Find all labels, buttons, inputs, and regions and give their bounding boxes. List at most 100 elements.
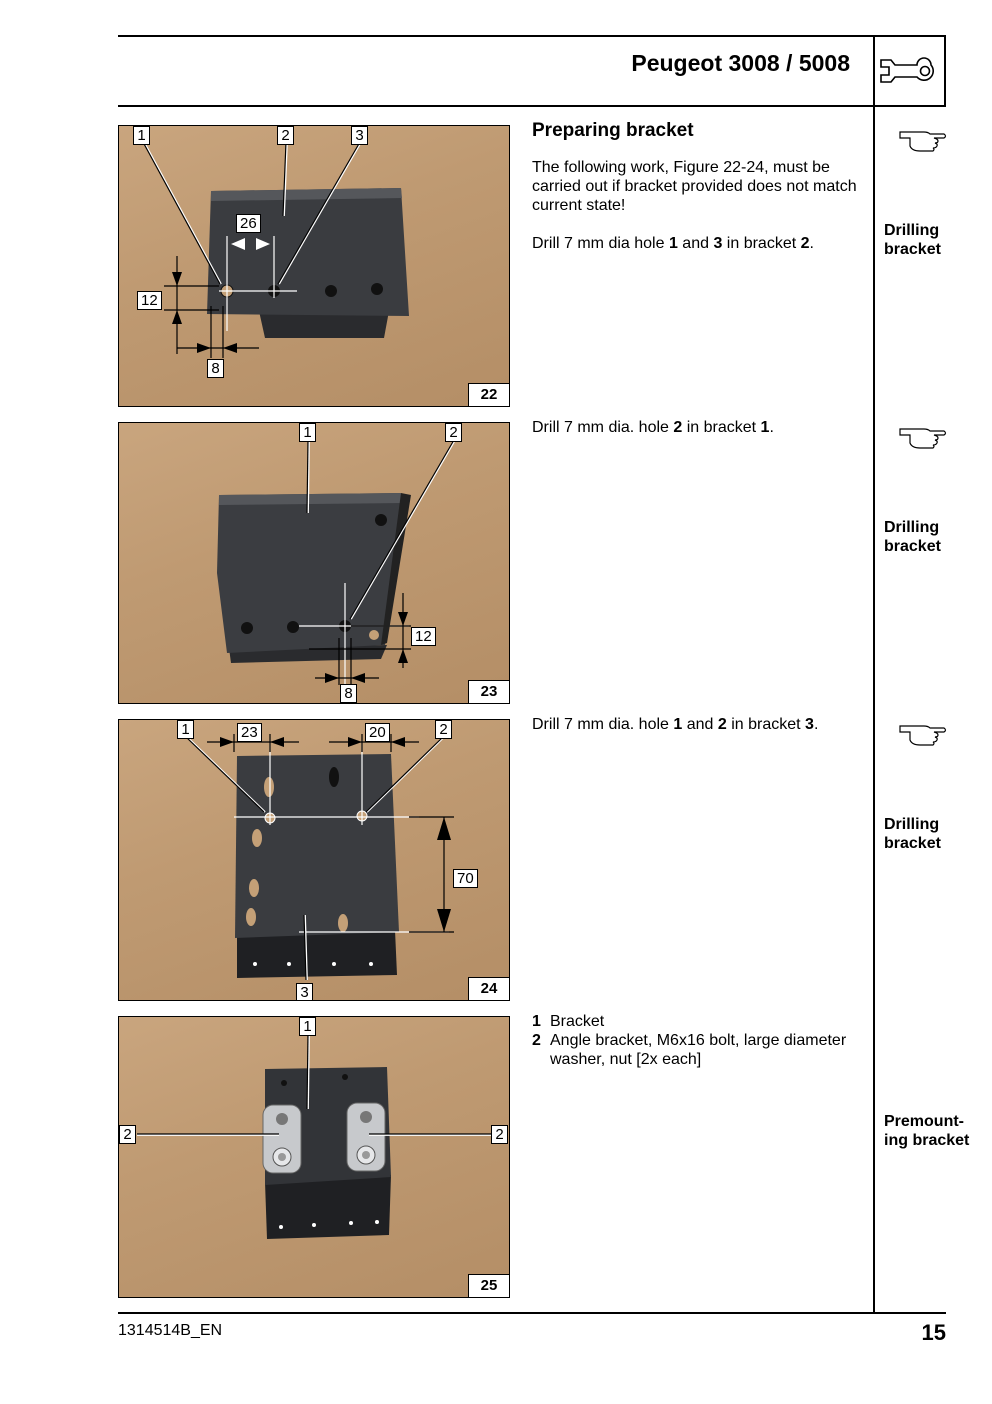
text-run: .	[769, 419, 774, 436]
hole	[371, 283, 383, 295]
paragraph: The following work, Figure 22-24, must b…	[532, 158, 867, 215]
slot-hole	[264, 777, 274, 797]
side-note-line: ing bracket	[884, 1132, 970, 1149]
wrench-icon	[880, 57, 934, 83]
side-note: Drilling bracket	[884, 518, 984, 556]
figure-24-number: 24	[468, 977, 509, 1000]
bold-reference: 2	[800, 235, 810, 252]
figure-23-number: 23	[468, 680, 509, 703]
side-note-line: bracket	[884, 241, 941, 258]
legend-text: Bracket	[550, 1013, 605, 1030]
bracket-side-flange	[381, 493, 411, 645]
bracket-plate	[207, 188, 409, 316]
figure-23-dimension-label: 12	[411, 627, 436, 646]
pointing-hand-icon	[899, 131, 947, 152]
figure-25-number: 25	[468, 1274, 509, 1297]
bold-reference: 1	[760, 419, 770, 436]
hole	[287, 621, 299, 633]
figure-25-label: 1	[299, 1017, 316, 1036]
section-heading: Preparing bracket	[532, 120, 694, 141]
side-note: Premount- ing bracket	[884, 1112, 984, 1150]
bold-reference: 1	[673, 716, 683, 733]
side-note-line: Drilling	[884, 222, 940, 239]
text-run: The following work, Figure 22-24, must b…	[532, 159, 857, 214]
header-bottom-rule	[118, 105, 946, 107]
bracket-plate-edge	[219, 493, 402, 505]
figure-22-label: 2	[277, 126, 294, 145]
figure-22-dimension-label: 26	[236, 214, 261, 233]
figure-24-dimension-label: 23	[237, 723, 262, 742]
side-note: Drilling bracket	[884, 815, 984, 853]
figure-24-label: 3	[296, 983, 313, 1000]
text-run: in bracket	[726, 716, 806, 733]
right-column-rule	[873, 35, 875, 1313]
bold-reference: 2	[673, 419, 683, 436]
hole	[369, 630, 379, 640]
paragraph: Drill 7 mm dia hole 1 and 3 in bracket 2…	[532, 234, 867, 253]
page-title: Peugeot 3008 / 5008	[631, 50, 850, 76]
text-run: Drill 7 mm dia hole	[532, 235, 669, 252]
figure-23-label: 1	[299, 423, 316, 442]
figure-22-number: 22	[468, 383, 509, 406]
section-22-text: Preparing bracket The following work, Fi…	[532, 121, 867, 253]
footer-rule	[118, 1312, 946, 1314]
figure-22-dimension-label: 8	[207, 359, 224, 378]
legend-item: 1 Bracket	[532, 1012, 867, 1031]
side-note-line: Drilling	[884, 519, 940, 536]
section-24-text: Drill 7 mm dia. hole 1 and 2 in bracket …	[532, 715, 867, 734]
figure-23-label: 2	[445, 423, 462, 442]
side-note-line: bracket	[884, 835, 941, 852]
figure-25-label: 2	[119, 1125, 136, 1144]
top-rule	[118, 35, 946, 37]
text-run: and	[677, 235, 714, 252]
figure-24-label: 1	[177, 720, 194, 739]
figure-24-label: 2	[435, 720, 452, 739]
text-run: in bracket	[722, 235, 801, 252]
header-box-right-rule	[944, 35, 946, 107]
slot-hole	[338, 914, 348, 932]
figure-22-dimension-label: 12	[137, 291, 162, 310]
legend-item: 2 Angle bracket, M6x16 bolt, large diame…	[532, 1031, 867, 1069]
figure-24-dimension-label: 20	[365, 723, 390, 742]
side-note: Drilling bracket	[884, 221, 984, 259]
text-run: .	[813, 716, 819, 733]
figure-23-photo: 1 2 12 8 23	[118, 422, 510, 704]
bracket-front-face	[237, 930, 397, 978]
section-23-text: Drill 7 mm dia. hole 2 in bracket 1.	[532, 418, 867, 437]
text-run: and	[682, 716, 718, 733]
figure-22-photo: 1 2 3 26 12 8 22	[118, 125, 510, 407]
angle-bracket-left	[262, 1104, 302, 1174]
slot-hole	[329, 767, 339, 787]
hole	[342, 1074, 348, 1080]
hole	[241, 622, 253, 634]
bold-reference: 3	[713, 235, 723, 252]
figure-22-label: 3	[351, 126, 368, 145]
side-note-line: Premount-	[884, 1113, 964, 1130]
document-number: 1314514B_EN	[118, 1322, 223, 1339]
side-note-line: Drilling	[884, 816, 940, 833]
text-run: Drill 7 mm dia. hole	[532, 716, 674, 733]
slot-hole	[249, 879, 259, 897]
paragraph: Drill 7 mm dia. hole 1 and 2 in bracket …	[532, 715, 867, 734]
angle-bracket-right	[346, 1102, 386, 1172]
figure-25-photo: 1 2 2 25	[118, 1016, 510, 1298]
figure-22-label: 1	[133, 126, 150, 145]
figure-24-dimension-label: 70	[453, 869, 478, 888]
figure-24-photo: 1 23 20 2 70 3 24	[118, 719, 510, 1001]
text-run: .	[809, 235, 814, 252]
slot-hole	[252, 829, 262, 847]
legend-number: 2	[532, 1032, 541, 1049]
bold-reference: 2	[717, 716, 727, 733]
bracket-lower-flange	[259, 311, 389, 338]
bracket-plate-edge	[211, 188, 402, 201]
figure-25-label: 2	[491, 1125, 508, 1144]
hole	[375, 514, 387, 526]
text-run: Drill 7 mm dia. hole	[532, 419, 674, 436]
section-25-legend: 1 Bracket 2 Angle bracket, M6x16 bolt, l…	[532, 1012, 867, 1069]
legend-number: 1	[532, 1013, 541, 1030]
bold-reference: 3	[805, 716, 814, 733]
pointing-hand-icon	[899, 725, 947, 746]
text-run: in bracket	[682, 419, 761, 436]
slot-hole	[246, 908, 256, 926]
bracket-plate	[217, 493, 407, 653]
